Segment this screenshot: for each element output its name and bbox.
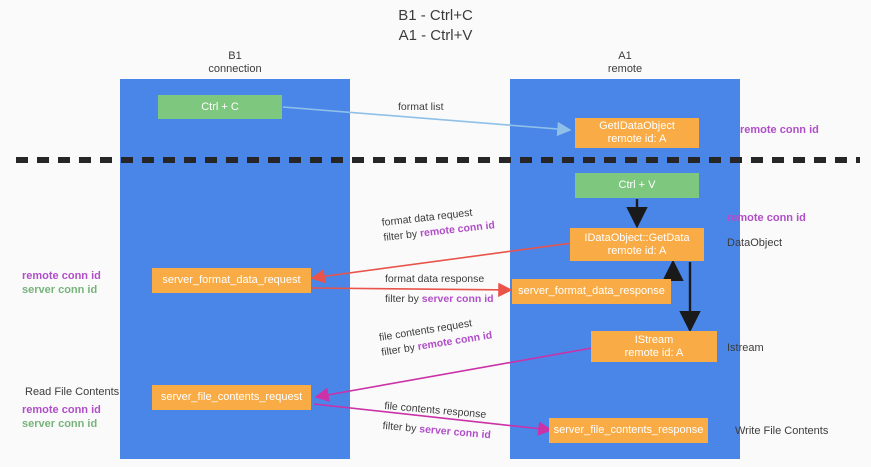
left-label-remote-conn-id-mid: remote conn id (22, 270, 101, 282)
filter-by-text-1: filter by (382, 227, 421, 244)
arrow-file-contents-request (314, 347, 593, 402)
node-get-idataobject-line2: remote id: A (607, 133, 667, 145)
node-ctrl-c-label: Ctrl + C (201, 100, 239, 113)
column-a1-role: remote (607, 63, 643, 75)
node-ctrl-v: Ctrl + V (575, 173, 699, 198)
edge-label-format-data-response-group: format data response filter by server co… (385, 272, 494, 307)
node-server-file-contents-request: server_file_contents_request (152, 385, 311, 410)
column-b1-role: connection (208, 63, 262, 75)
node-istream-line2: remote id: A (624, 346, 684, 359)
left-label-server-conn-id-bot: server conn id (22, 418, 98, 430)
node-server-file-contents-response: server_file_contents_response (549, 418, 708, 443)
left-label-server-conn-id-mid: server conn id (22, 284, 98, 296)
column-a1-name: A1 (618, 50, 632, 62)
arrow-format-list (282, 106, 572, 137)
edge-label-format-data-response-filter: filter by server conn id (385, 292, 494, 307)
node-server-file-contents-response-label: server_file_contents_response (553, 424, 704, 436)
node-server-format-data-request: server_format_data_request (152, 268, 311, 293)
column-b1-name: B1 (228, 50, 242, 62)
title-line-2: A1 - Ctrl+V (398, 27, 473, 44)
node-getdata-line2: remote id: A (607, 244, 667, 257)
column-header-b1: B1 connection (120, 50, 350, 76)
node-server-format-data-request-label: server_format_data_request (162, 274, 301, 286)
arrow-file-contents-response (313, 403, 553, 436)
server-conn-id-inline-1: server conn id (421, 293, 494, 305)
node-getdata-line1: IDataObject::GetData (584, 231, 690, 244)
node-ctrl-c: Ctrl + C (158, 95, 282, 119)
column-header-a1: A1 remote (510, 50, 740, 76)
filter-by-text-2: filter by (385, 293, 422, 305)
arrow-format-data-response (309, 282, 513, 298)
node-idataobject-getdata: IDataObject::GetData remote id: A (570, 228, 704, 261)
right-label-dataobject: DataObject (727, 237, 783, 249)
node-server-format-data-response-label: server_format_data_response (518, 285, 665, 297)
edge-label-format-data-response: format data response (385, 273, 485, 285)
right-label-write-file-contents: Write File Contents (735, 425, 829, 437)
right-label-remote-conn-id-mid: remote conn id (727, 212, 806, 224)
filter-by-text-4: filter by (382, 419, 420, 436)
left-label-remote-conn-id-bot: remote conn id (22, 404, 101, 416)
left-label-read-file-contents: Read File Contents (25, 386, 120, 398)
diagram-title: B1 - Ctrl+C A1 - Ctrl+V (0, 6, 871, 46)
title-line-1: B1 - Ctrl+C (398, 7, 473, 24)
right-label-remote-conn-id-top: remote conn id (740, 124, 819, 136)
node-istream: IStream remote id: A (591, 331, 717, 362)
node-get-idataobject-line1: GetIDataObject (599, 120, 675, 132)
node-istream-line1: IStream (634, 333, 674, 346)
node-get-idataobject: GetIDataObject remote id: A (575, 118, 699, 148)
right-label-istream: Istream (727, 342, 764, 354)
node-server-format-data-response: server_format_data_response (512, 279, 671, 304)
node-server-file-contents-request-label: server_file_contents_request (160, 391, 303, 403)
node-ctrl-v-label: Ctrl + V (618, 179, 656, 191)
arrow-format-data-request (310, 242, 573, 284)
edge-label-format-list: format list (398, 101, 444, 113)
